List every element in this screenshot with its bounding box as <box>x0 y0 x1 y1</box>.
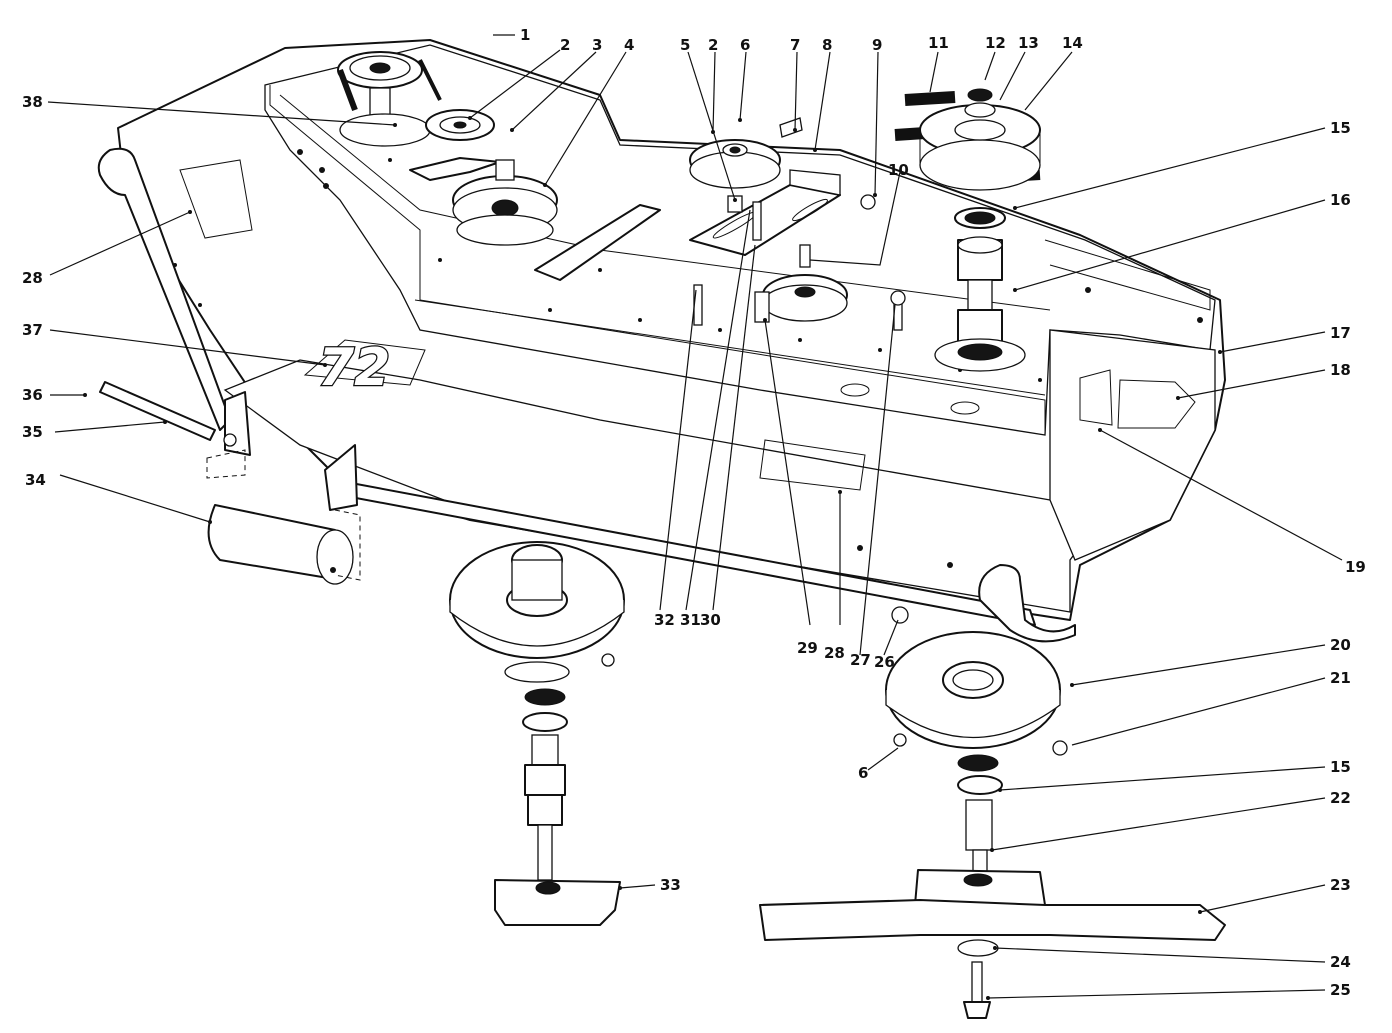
anti-scalp-roller <box>206 449 361 585</box>
callout-13: 13 <box>1018 34 1039 52</box>
callout-19: 19 <box>1345 558 1366 576</box>
lift-arm <box>97 147 251 456</box>
callout-17: 17 <box>1330 324 1351 342</box>
callout-10: 10 <box>888 161 909 179</box>
callout-31: 31 <box>680 611 701 629</box>
left-spindle-assembly <box>449 541 625 926</box>
callout-35: 35 <box>22 423 43 441</box>
callout-37: 37 <box>22 321 43 339</box>
callout-30: 30 <box>700 611 721 629</box>
drive-pulley-stack <box>894 88 1041 229</box>
right-spindle-assembly <box>759 606 1226 1019</box>
callout-15b: 15 <box>1330 758 1351 776</box>
callout-16: 16 <box>1330 191 1351 209</box>
callout-28: 28 <box>824 644 845 662</box>
callout-7: 7 <box>790 36 800 54</box>
callout-36: 36 <box>22 386 43 404</box>
callout-28b: 28 <box>22 269 43 287</box>
callout-33: 33 <box>660 876 681 894</box>
top-idler-pulley <box>689 139 781 213</box>
callouts <box>47 34 1343 1000</box>
callout-11: 11 <box>928 34 949 52</box>
callout-25: 25 <box>1330 981 1351 999</box>
callout-6b: 6 <box>858 764 868 782</box>
callout-29: 29 <box>797 639 818 657</box>
callout-34: 34 <box>25 471 46 489</box>
callout-18: 18 <box>1330 361 1351 379</box>
callout-23: 23 <box>1330 876 1351 894</box>
spacer-and-bolts <box>693 117 906 331</box>
callout-8: 8 <box>822 36 832 54</box>
callout-5: 5 <box>680 36 690 54</box>
belt <box>337 59 442 112</box>
callout-labels: 1 2 3 4 5 2 6 7 8 9 10 11 12 13 14 15 16… <box>22 26 1366 999</box>
callout-15: 15 <box>1330 119 1351 137</box>
callout-24: 24 <box>1330 953 1351 971</box>
callout-26: 26 <box>874 653 895 671</box>
callout-2b: 2 <box>708 36 718 54</box>
rear-hitch <box>978 564 1076 643</box>
callout-20: 20 <box>1330 636 1351 654</box>
callout-6: 6 <box>740 36 750 54</box>
callout-14: 14 <box>1062 34 1083 52</box>
callout-9: 9 <box>872 36 882 54</box>
callout-4: 4 <box>624 36 634 54</box>
callout-1: 1 <box>520 26 530 44</box>
callout-22: 22 <box>1330 789 1351 807</box>
deck-size-marking: 72 <box>318 338 390 398</box>
large-spindle-pulley <box>452 159 558 246</box>
center-spindle-pulley <box>409 109 501 181</box>
callout-32: 32 <box>654 611 675 629</box>
roller-pin <box>99 381 216 441</box>
callout-38: 38 <box>22 93 43 111</box>
callout-12: 12 <box>985 34 1006 52</box>
callout-27: 27 <box>850 651 871 669</box>
front-axle-rod <box>324 444 1036 626</box>
callout-2: 2 <box>560 36 570 54</box>
callout-3: 3 <box>592 36 602 54</box>
spindle-housing <box>934 236 1026 372</box>
callout-21: 21 <box>1330 669 1351 687</box>
